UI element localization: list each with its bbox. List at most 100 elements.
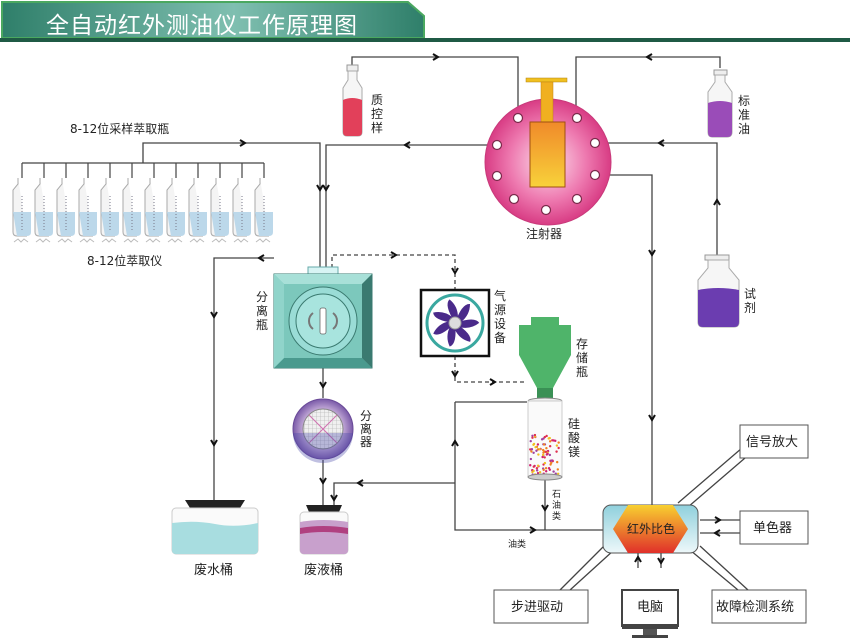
silicate-particle [536,464,540,467]
rotate-arrow-icon [308,312,314,330]
reagent-bottle [697,254,740,328]
separation-bottle-label: 分离瓶 [256,290,268,332]
silicate-particle [538,471,542,474]
sampling-bottle [100,163,119,243]
standard-oil-bottle [707,69,733,138]
arrow-down-icon [210,439,218,447]
silicate-particle [542,468,545,472]
svg-text:气源设备: 气源设备 [494,288,506,345]
silicate-particle [531,436,534,439]
standard-oil-line [575,56,721,118]
silicate-particle [532,451,535,454]
syringe-barrel [529,121,566,188]
arrow-right-icon [489,378,497,386]
arrow-left-icon [645,53,653,61]
oils-line [454,402,603,531]
silicate-particle [541,455,544,459]
silicate-particle [544,470,548,473]
silicate-particle [550,461,553,465]
fan-to-storage-line [454,356,527,383]
silicate-particle [544,467,548,470]
separator-label: 分离器 [360,409,372,449]
silicate-particle [545,434,548,438]
signal-amp-box: 信号放大 [739,424,809,459]
silicate-particle [535,469,539,472]
fault-detect-box: 故障检测系统 [711,589,807,624]
silicate-particle [529,439,532,443]
sampling-bottle [210,163,229,243]
oils-to-waste-liquid-line [333,482,455,505]
waste-liquid-bucket [299,505,349,555]
sampling-bottle [34,163,53,243]
sampling-bottle [78,163,97,243]
reagent-label: 试剂 [744,286,756,315]
fault-detect-label: 故障检测系统 [716,600,794,615]
silicate-particle [533,433,537,437]
silicate-particle [535,467,539,470]
qc-sample-line [351,56,519,118]
arrow-down-icon [319,477,327,485]
arrow-down-icon [451,370,459,378]
gas-source-fan [419,288,491,358]
sampling-bottle [56,163,75,243]
arrow-up-icon [713,198,721,206]
separator-device [292,398,354,463]
silicate-particle [548,453,552,457]
standard-oil-label: 标准油 [738,94,750,136]
svg-text:质控样: 质控样 [371,93,383,135]
sampling-bottle [12,163,31,243]
injector-ports [491,112,601,216]
silicate-particle [550,459,553,462]
ir-colorimetry-label: 红外比色 [627,521,675,536]
ir-signal-amp-lines [677,447,753,508]
rotate-arrow-icon [332,312,338,330]
waste-water-label: 废水桶 [194,562,233,578]
silicate-column [527,397,563,481]
silicate-particle [529,457,533,461]
arrow-down-icon [316,184,324,192]
ir-colorimetry-unit [602,504,699,554]
plunger-handle [525,77,568,83]
silicate-particle [552,470,555,473]
reagent-line [595,142,718,255]
sampling-bottles-row [12,163,273,243]
silicate-particle [552,439,555,442]
stepper-drive-box: 步进驱动 [493,589,589,624]
arrow-down-icon [657,557,665,565]
silicate-particle [532,469,535,473]
silicate-particle [541,448,545,452]
silicate-particle [537,453,540,456]
computer-monitor: 电脑 [621,589,679,638]
svg-text:分离器: 分离器 [360,409,372,449]
arrow-down-icon [330,494,338,502]
arrow-right-icon [390,251,398,259]
arrowheads [210,53,722,565]
arrow-down-icon [541,504,549,512]
arrow-down-icon [210,311,218,319]
silicate-particle [543,456,546,459]
page-title: 全自动红外测油仪工作原理图 [46,13,358,39]
arrow-left-icon [713,529,721,537]
flow-lines [22,56,753,591]
arrow-right-icon [432,53,440,61]
arrow-down-icon [648,249,656,257]
oils-label: 油类 [508,538,526,550]
svg-text:分离瓶: 分离瓶 [256,290,268,332]
silicate-particle [530,450,533,453]
storage-bottle-label: 存储瓶 [576,337,588,379]
ir-computer-lines [637,553,662,568]
silicate-particle [546,452,549,455]
qc-sample-bottle [342,64,363,137]
silicate-particle [555,444,559,447]
silicate-particle [532,442,536,446]
silicate-particle [536,448,540,451]
arrow-up-icon [451,439,459,447]
monochromator-label: 单色器 [753,520,792,536]
stepper-drive-label: 步进驱动 [511,600,563,615]
separation-bottle [273,266,373,369]
monochromator-box: 单色器 [739,510,809,545]
arrow-left-icon [257,254,265,262]
arrow-right-icon [529,526,537,534]
storage-bottle [519,317,571,398]
